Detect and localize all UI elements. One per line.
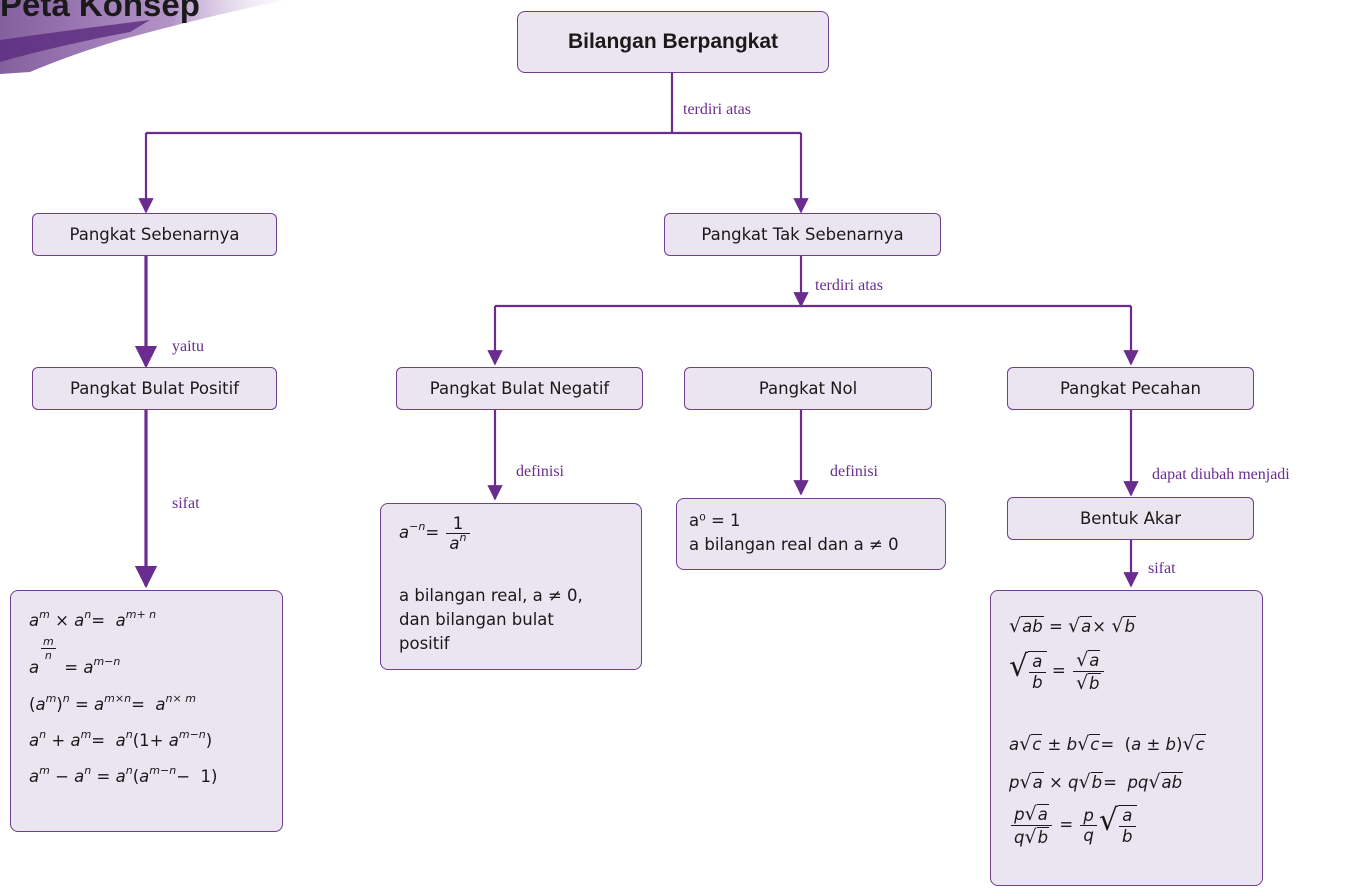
node-pangkat-tak-sebenarnya: Pangkat Tak Sebenarnya — [664, 213, 941, 256]
label-dapat-diubah-menjadi: dapat diubah menjadi — [1152, 466, 1290, 483]
page-title: Peta Konsep — [0, 0, 200, 23]
negatif-condition-line2: dan bilangan bulat — [399, 610, 554, 629]
node-bentuk-akar: Bentuk Akar — [1007, 497, 1254, 540]
formula-sum: an + am= an(1+ am−n) — [29, 728, 213, 750]
formula-product: am × an= am+ n — [29, 608, 157, 630]
label-terdiri-atas-root: terdiri atas — [683, 101, 751, 118]
label-definisi-nol: definisi — [830, 463, 878, 480]
connectors — [134, 72, 1139, 589]
label-sifat-akar: sifat — [1148, 560, 1176, 577]
formula-zero-exponent: a⁰ = 1 — [689, 511, 741, 530]
title-banner — [0, 0, 285, 74]
node-pangkat-nol: Pangkat Nol — [684, 367, 932, 410]
label-sifat-positif: sifat — [172, 495, 200, 512]
nol-condition: a bilangan real dan a ≠ 0 — [689, 535, 899, 554]
formula-root-multiply: p√a × q√b= pq√ab — [1009, 771, 1184, 793]
node-pangkat-pecahan: Pangkat Pecahan — [1007, 367, 1254, 410]
node-pangkat-bulat-positif: Pangkat Bulat Positif — [32, 367, 277, 410]
negatif-condition-line3: positif — [399, 634, 450, 653]
label-yaitu: yaitu — [172, 338, 204, 355]
node-pangkat-sebenarnya: Pangkat Sebenarnya — [32, 213, 277, 256]
negatif-condition-line1: a bilangan real, a ≠ 0, — [399, 586, 583, 605]
node-pangkat-bulat-negatif: Pangkat Bulat Negatif — [396, 367, 643, 410]
label-definisi-negatif: definisi — [516, 463, 564, 480]
formula-power-of-power: (am)n = am×n= an× m — [29, 692, 196, 714]
formula-root-add: a√c ± b√c= (a ± b)√c — [1009, 733, 1206, 755]
node-bilangan-berpangkat: Bilangan Berpangkat — [517, 11, 829, 73]
definition-box-nol: a⁰ = 1 a bilangan real dan a ≠ 0 — [676, 498, 946, 570]
formula-difference: am − an = an(am−n− 1) — [29, 764, 218, 786]
formula-root-product: √ab = √a× √b — [1009, 615, 1136, 637]
label-terdiri-atas-tak: terdiri atas — [815, 277, 883, 294]
